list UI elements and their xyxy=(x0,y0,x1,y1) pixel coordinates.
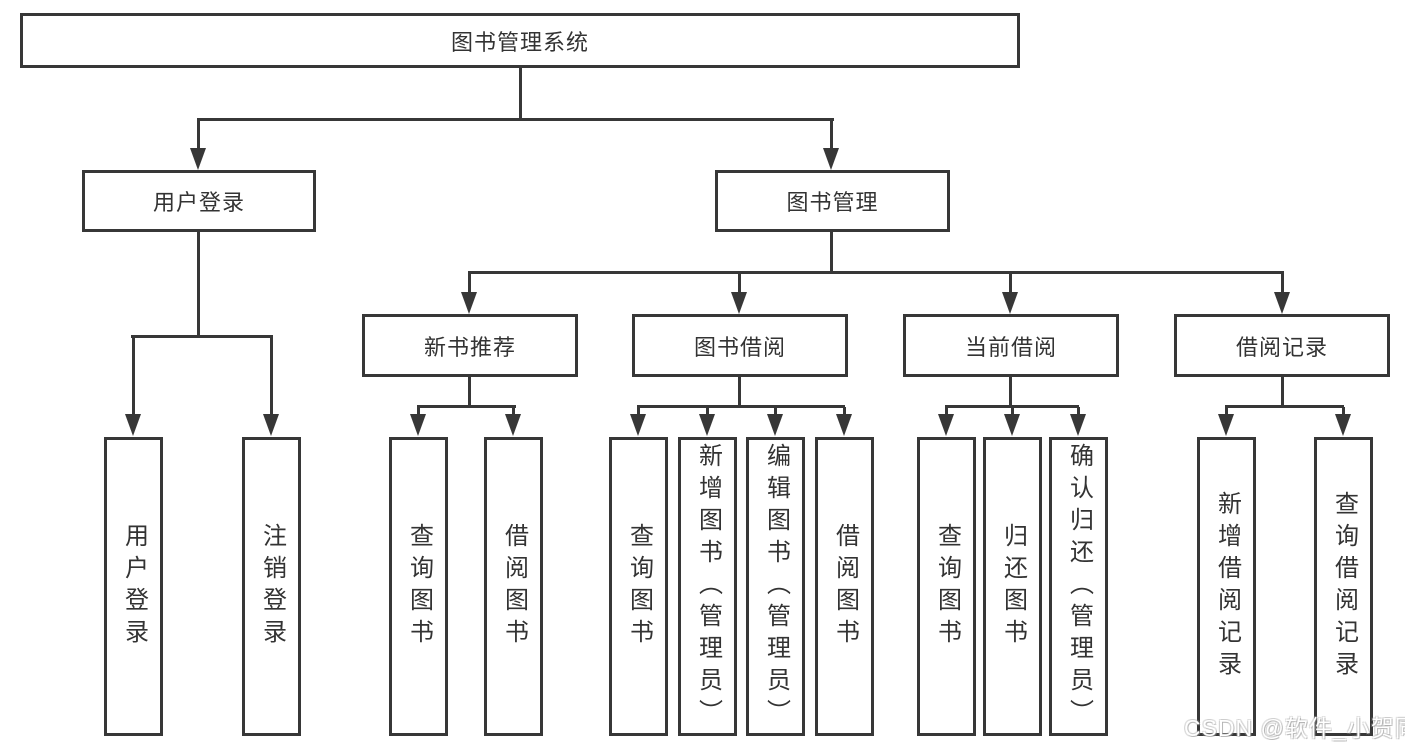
connector-vline xyxy=(843,407,846,416)
leaf-confirm-return-admin-label: 确认归还（管理员） xyxy=(1065,442,1093,731)
node-new-book-recommendation: 新书推荐 xyxy=(362,314,578,377)
arrow-down xyxy=(1218,414,1234,436)
leaf-user-login: 用户登录 xyxy=(104,437,163,736)
connector-vline xyxy=(1342,407,1345,416)
connector-vline xyxy=(1009,273,1012,294)
leaf-query-borrow-record-label: 查询借阅记录 xyxy=(1330,490,1358,683)
connector-vline xyxy=(197,232,200,338)
leaf-query-books-current-label: 查询图书 xyxy=(933,522,961,651)
connector-vline xyxy=(637,407,640,416)
leaf-borrow-books-borrowing-label: 借阅图书 xyxy=(831,522,859,651)
leaf-logout-label: 注销登录 xyxy=(258,522,286,651)
connector-vline xyxy=(468,273,471,294)
connector-vline xyxy=(270,337,273,415)
connector-vline xyxy=(706,407,709,416)
connector-vline xyxy=(1077,407,1080,416)
arrow-down xyxy=(823,148,839,170)
node-user-login-label: 用户登录 xyxy=(152,190,245,215)
arrow-down xyxy=(699,414,715,436)
connector-hline xyxy=(417,405,516,408)
watermark: CSDN @软件_小贺同学 xyxy=(1184,715,1405,741)
connector-vline xyxy=(774,407,777,416)
connector-vline xyxy=(830,232,833,274)
connector-vline xyxy=(1009,377,1012,408)
arrow-down xyxy=(767,414,783,436)
connector-vline xyxy=(417,407,420,416)
leaf-query-books-borrowing: 查询图书 xyxy=(609,437,668,736)
arrow-down xyxy=(836,414,852,436)
leaf-query-books-borrowing-label: 查询图书 xyxy=(625,522,653,651)
leaf-edit-book-admin: 编辑图书（管理员） xyxy=(746,437,805,736)
connector-vline xyxy=(132,337,135,415)
leaf-return-books: 归还图书 xyxy=(983,437,1042,736)
connector-hline xyxy=(637,405,845,408)
node-user-login: 用户登录 xyxy=(82,170,316,232)
leaf-add-borrow-record: 新增借阅记录 xyxy=(1197,437,1256,736)
leaf-query-books-current: 查询图书 xyxy=(917,437,976,736)
connector-hline xyxy=(468,271,1284,274)
arrow-down xyxy=(1274,292,1290,314)
node-new-book-recommendation-label: 新书推荐 xyxy=(423,334,516,360)
connector-vline xyxy=(512,407,515,416)
leaf-query-books-recommendation-label: 查询图书 xyxy=(405,522,433,651)
arrow-down xyxy=(1002,292,1018,314)
leaf-return-books-label: 归还图书 xyxy=(999,522,1027,651)
leaf-borrow-books-recommendation-label: 借阅图书 xyxy=(500,522,528,651)
node-book-borrowing-label: 图书借阅 xyxy=(693,334,786,360)
arrow-down xyxy=(938,414,954,436)
leaf-add-borrow-record-label: 新增借阅记录 xyxy=(1213,490,1241,683)
connector-vline xyxy=(468,377,471,408)
arrow-down xyxy=(125,414,141,436)
connector-hline xyxy=(131,335,273,338)
node-book-management: 图书管理 xyxy=(715,170,950,232)
node-borrowing-records: 借阅记录 xyxy=(1174,314,1390,377)
node-current-borrowing: 当前借阅 xyxy=(903,314,1119,377)
connector-vline xyxy=(519,68,522,120)
leaf-add-book-admin: 新增图书（管理员） xyxy=(678,437,737,736)
arrow-down xyxy=(263,414,279,436)
leaf-borrow-books-borrowing: 借阅图书 xyxy=(815,437,874,736)
arrow-down xyxy=(731,292,747,314)
leaf-query-borrow-record: 查询借阅记录 xyxy=(1314,437,1373,736)
leaf-confirm-return-admin: 确认归还（管理员） xyxy=(1049,437,1108,736)
node-library-management-system-label: 图书管理系统 xyxy=(450,29,589,55)
node-book-management-label: 图书管理 xyxy=(786,190,879,215)
arrow-down xyxy=(505,414,521,436)
connector-vline xyxy=(830,120,833,150)
connector-vline xyxy=(197,120,200,150)
connector-hline xyxy=(945,405,1079,408)
node-borrowing-records-label: 借阅记录 xyxy=(1235,334,1328,360)
leaf-query-books-recommendation: 查询图书 xyxy=(389,437,448,736)
connector-vline xyxy=(1011,407,1014,416)
node-book-borrowing: 图书借阅 xyxy=(632,314,848,377)
arrow-down xyxy=(630,414,646,436)
connector-vline xyxy=(1225,407,1228,416)
connector-vline xyxy=(1281,273,1284,294)
connector-vline xyxy=(738,377,741,408)
connector-vline xyxy=(738,273,741,294)
arrow-down xyxy=(1004,414,1020,436)
leaf-borrow-books-recommendation: 借阅图书 xyxy=(484,437,543,736)
arrow-down xyxy=(1070,414,1086,436)
leaf-edit-book-admin-label: 编辑图书（管理员） xyxy=(762,442,790,731)
connector-vline xyxy=(1281,377,1284,408)
arrow-down xyxy=(190,148,206,170)
leaf-user-login-label: 用户登录 xyxy=(120,522,148,651)
leaf-add-book-admin-label: 新增图书（管理员） xyxy=(694,442,722,731)
connector-hline xyxy=(197,118,834,121)
arrow-down xyxy=(1335,414,1351,436)
arrow-down xyxy=(461,292,477,314)
node-current-borrowing-label: 当前借阅 xyxy=(964,334,1057,360)
leaf-logout: 注销登录 xyxy=(242,437,301,736)
connector-vline xyxy=(945,407,948,416)
node-library-management-system: 图书管理系统 xyxy=(20,13,1020,68)
arrow-down xyxy=(410,414,426,436)
connector-hline xyxy=(1225,405,1344,408)
